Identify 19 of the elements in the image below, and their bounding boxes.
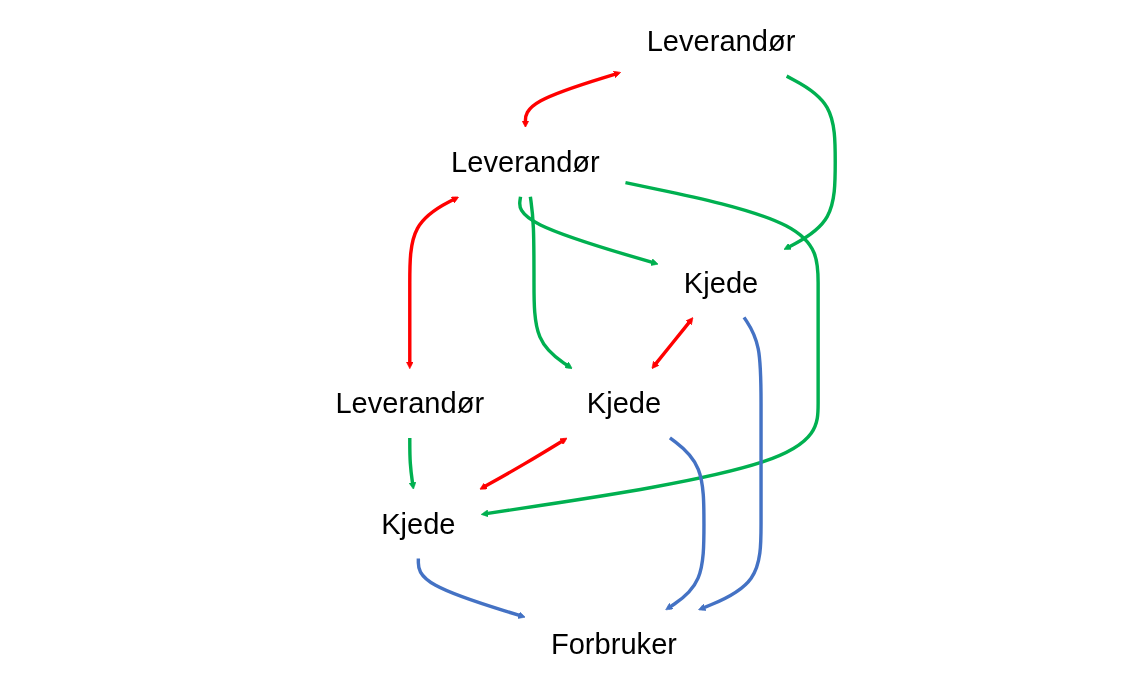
arrow	[479, 437, 568, 490]
node-text: Forbruker	[550, 627, 677, 661]
arrow	[480, 181, 820, 518]
arrow	[698, 316, 763, 611]
arrow	[521, 70, 622, 128]
arrow	[528, 196, 573, 369]
node-text: Leverandør	[451, 145, 600, 178]
arrow	[408, 437, 417, 490]
arrow	[651, 317, 694, 369]
arrow	[783, 74, 837, 250]
arrow	[665, 436, 706, 611]
node-text: Leverandør	[646, 24, 796, 58]
node-text: Kjede	[381, 507, 456, 540]
node-text: Kjede	[586, 386, 662, 420]
arrow	[406, 196, 460, 369]
arrow	[416, 558, 526, 619]
arrow	[518, 196, 659, 266]
node-text: Kjede	[683, 266, 759, 299]
node-text: Leverandør	[335, 386, 485, 420]
